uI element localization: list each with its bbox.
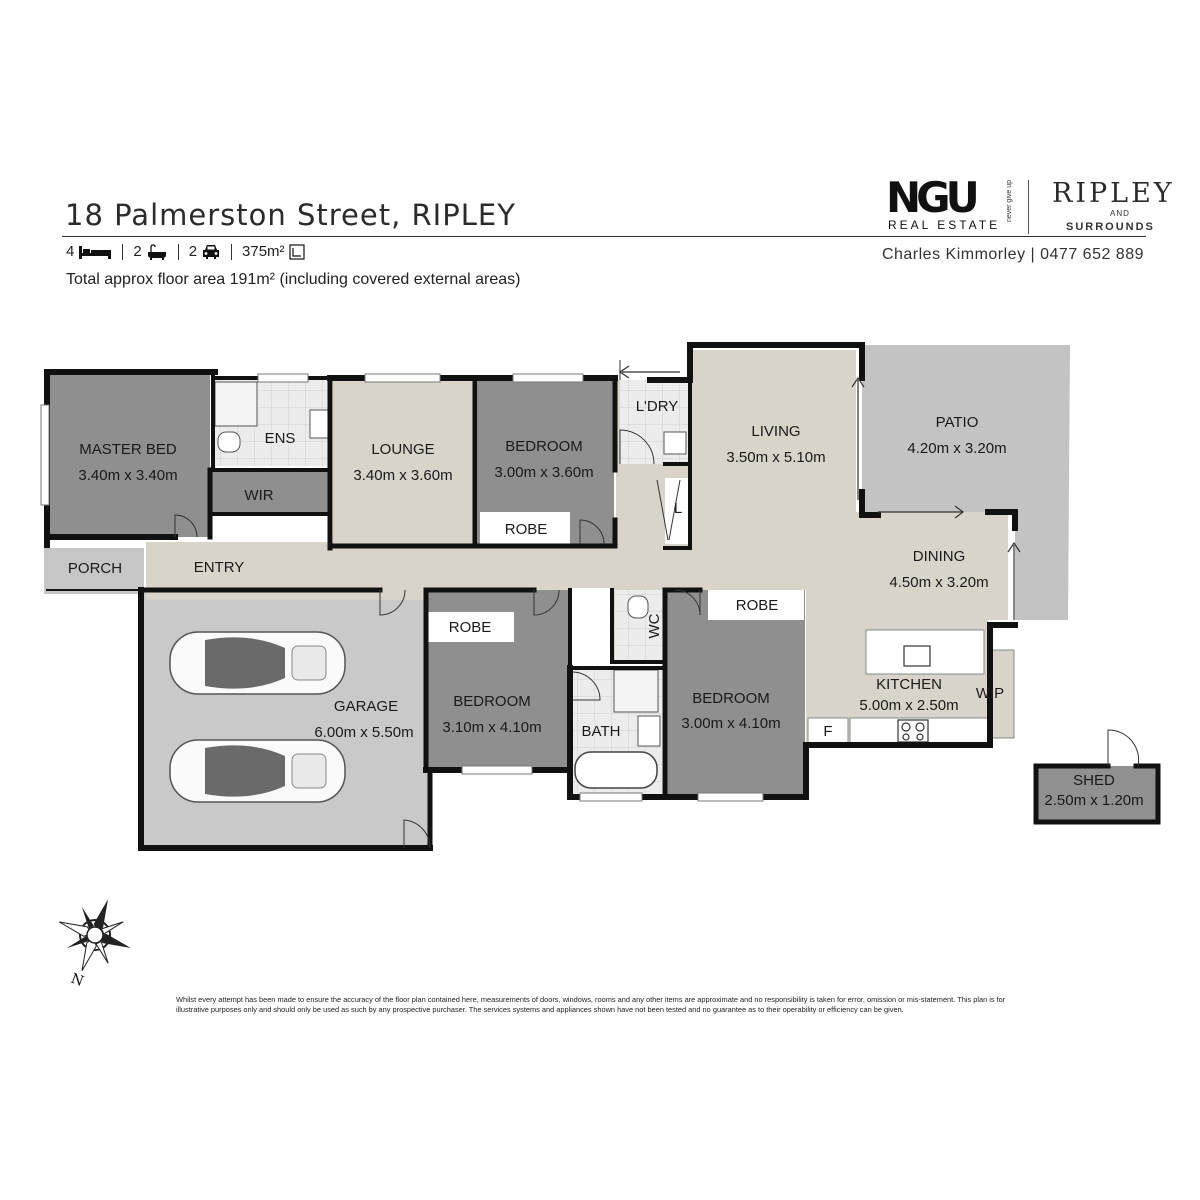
- car-icon: [203, 244, 220, 259]
- land-area-icon: [288, 243, 305, 260]
- master-bed-floor: [50, 375, 210, 537]
- garage-label: GARAGE: [334, 698, 398, 715]
- laundry-tub: [663, 431, 687, 455]
- shed-size: 2.50m x 1.20m: [1044, 792, 1143, 809]
- dining-size: 4.50m x 3.20m: [889, 574, 988, 591]
- stat-separator: [231, 243, 233, 260]
- porch-area: [44, 548, 144, 594]
- robe-2: [480, 512, 570, 544]
- wip-label: WIP: [976, 685, 1004, 702]
- shed-floor: [1036, 766, 1156, 821]
- car-count: 2: [188, 243, 198, 260]
- bedroom-4-label: BEDROOM: [692, 690, 770, 707]
- patio-area: [862, 345, 1070, 620]
- living-floor: [690, 350, 856, 550]
- ngu-logo-mark: NGU: [886, 173, 980, 222]
- patio-label: PATIO: [936, 414, 979, 431]
- wir-label: WIR: [244, 487, 273, 504]
- patio-size: 4.20m x 3.20m: [907, 440, 1006, 457]
- bedroom-2-label: BEDROOM: [505, 438, 583, 455]
- entry-label: ENTRY: [194, 559, 245, 576]
- ensuite-toilet: [217, 431, 241, 453]
- office-subtitle: SURROUNDS: [1066, 221, 1155, 233]
- wir-floor: [210, 472, 330, 512]
- living-size: 3.50m x 5.10m: [726, 449, 825, 466]
- property-stats: 4 2 2 375m²: [66, 243, 305, 260]
- bath-vanity: [637, 715, 661, 747]
- garage-size: 6.00m x 5.50m: [314, 724, 413, 741]
- bedroom-3-size: 3.10m x 4.10m: [442, 719, 541, 736]
- bath-shower: [613, 669, 659, 713]
- master-bed-size: 3.40m x 3.40m: [78, 467, 177, 484]
- robe-2-label: ROBE: [505, 521, 548, 538]
- wc-toilet: [627, 595, 649, 619]
- bedroom-3-label: BEDROOM: [453, 693, 531, 710]
- wc-label: WC: [646, 613, 663, 638]
- disclaimer-text: Whilst every attempt has been made to en…: [176, 995, 1006, 1014]
- bed-icon: [79, 245, 112, 259]
- bedroom-count: 4: [66, 243, 75, 260]
- lounge-size: 3.40m x 3.60m: [353, 467, 452, 484]
- linen-label: L: [674, 500, 682, 517]
- windows: [40, 373, 764, 802]
- agent-contact: Charles Kimmorley | 0477 652 889: [881, 246, 1144, 263]
- land-area: 375m²: [242, 243, 285, 260]
- master-bed-label: MASTER BED: [79, 441, 177, 458]
- sliding-door-arrows: [618, 365, 1021, 620]
- property-address: 18 Palmerston Street, RIPLEY: [65, 198, 516, 232]
- car-icon: [169, 739, 346, 803]
- ensuite-vanity: [309, 409, 329, 439]
- sink: [903, 645, 931, 667]
- robe-3: [428, 612, 514, 642]
- living-label: LIVING: [751, 423, 800, 440]
- lounge-floor: [333, 380, 473, 546]
- lounge-label: LOUNGE: [371, 441, 434, 458]
- header-divider: [62, 236, 1146, 237]
- office-and: AND: [1110, 209, 1130, 218]
- bathroom-count: 2: [133, 243, 142, 260]
- ens-label: ENS: [265, 430, 296, 447]
- bathtub: [574, 751, 658, 789]
- compass-north-label: N: [69, 971, 86, 990]
- porch-label: PORCH: [68, 560, 122, 577]
- stat-separator: [122, 243, 124, 260]
- office-name: RIPLEY: [1052, 178, 1175, 209]
- compass-icon: [59, 899, 131, 971]
- robe-4-label: ROBE: [736, 597, 779, 614]
- bath-label: BATH: [582, 723, 621, 740]
- shed-label: SHED: [1073, 772, 1115, 789]
- fridge-label: F: [823, 723, 832, 740]
- wip-floor: [989, 649, 1015, 739]
- kitchen-label: KITCHEN: [876, 676, 942, 693]
- bath-icon: [147, 243, 166, 260]
- bedroom-4-floor: [665, 590, 805, 795]
- robe-4: [708, 590, 804, 620]
- floor-area-note: Total approx floor area 191m² (including…: [66, 271, 521, 288]
- bedroom-2-size: 3.00m x 3.60m: [494, 464, 593, 481]
- car-icon: [169, 631, 346, 695]
- bedroom-4-size: 3.00m x 4.10m: [681, 715, 780, 732]
- logo-divider: [1028, 180, 1029, 234]
- dining-label: DINING: [913, 548, 966, 565]
- kitchen-size: 5.00m x 2.50m: [859, 697, 958, 714]
- door-swings: [174, 360, 1140, 849]
- ngu-logo-subtitle: REAL ESTATE: [888, 218, 1001, 232]
- laundry-label: L'DRY: [636, 398, 679, 415]
- garage-area: [141, 590, 428, 845]
- agency-logo: NGU REAL ESTATE never give up RIPLEY AND…: [886, 176, 1176, 240]
- ensuite-shower: [214, 381, 258, 427]
- stat-separator: [177, 243, 179, 260]
- robe-3-label: ROBE: [449, 619, 492, 636]
